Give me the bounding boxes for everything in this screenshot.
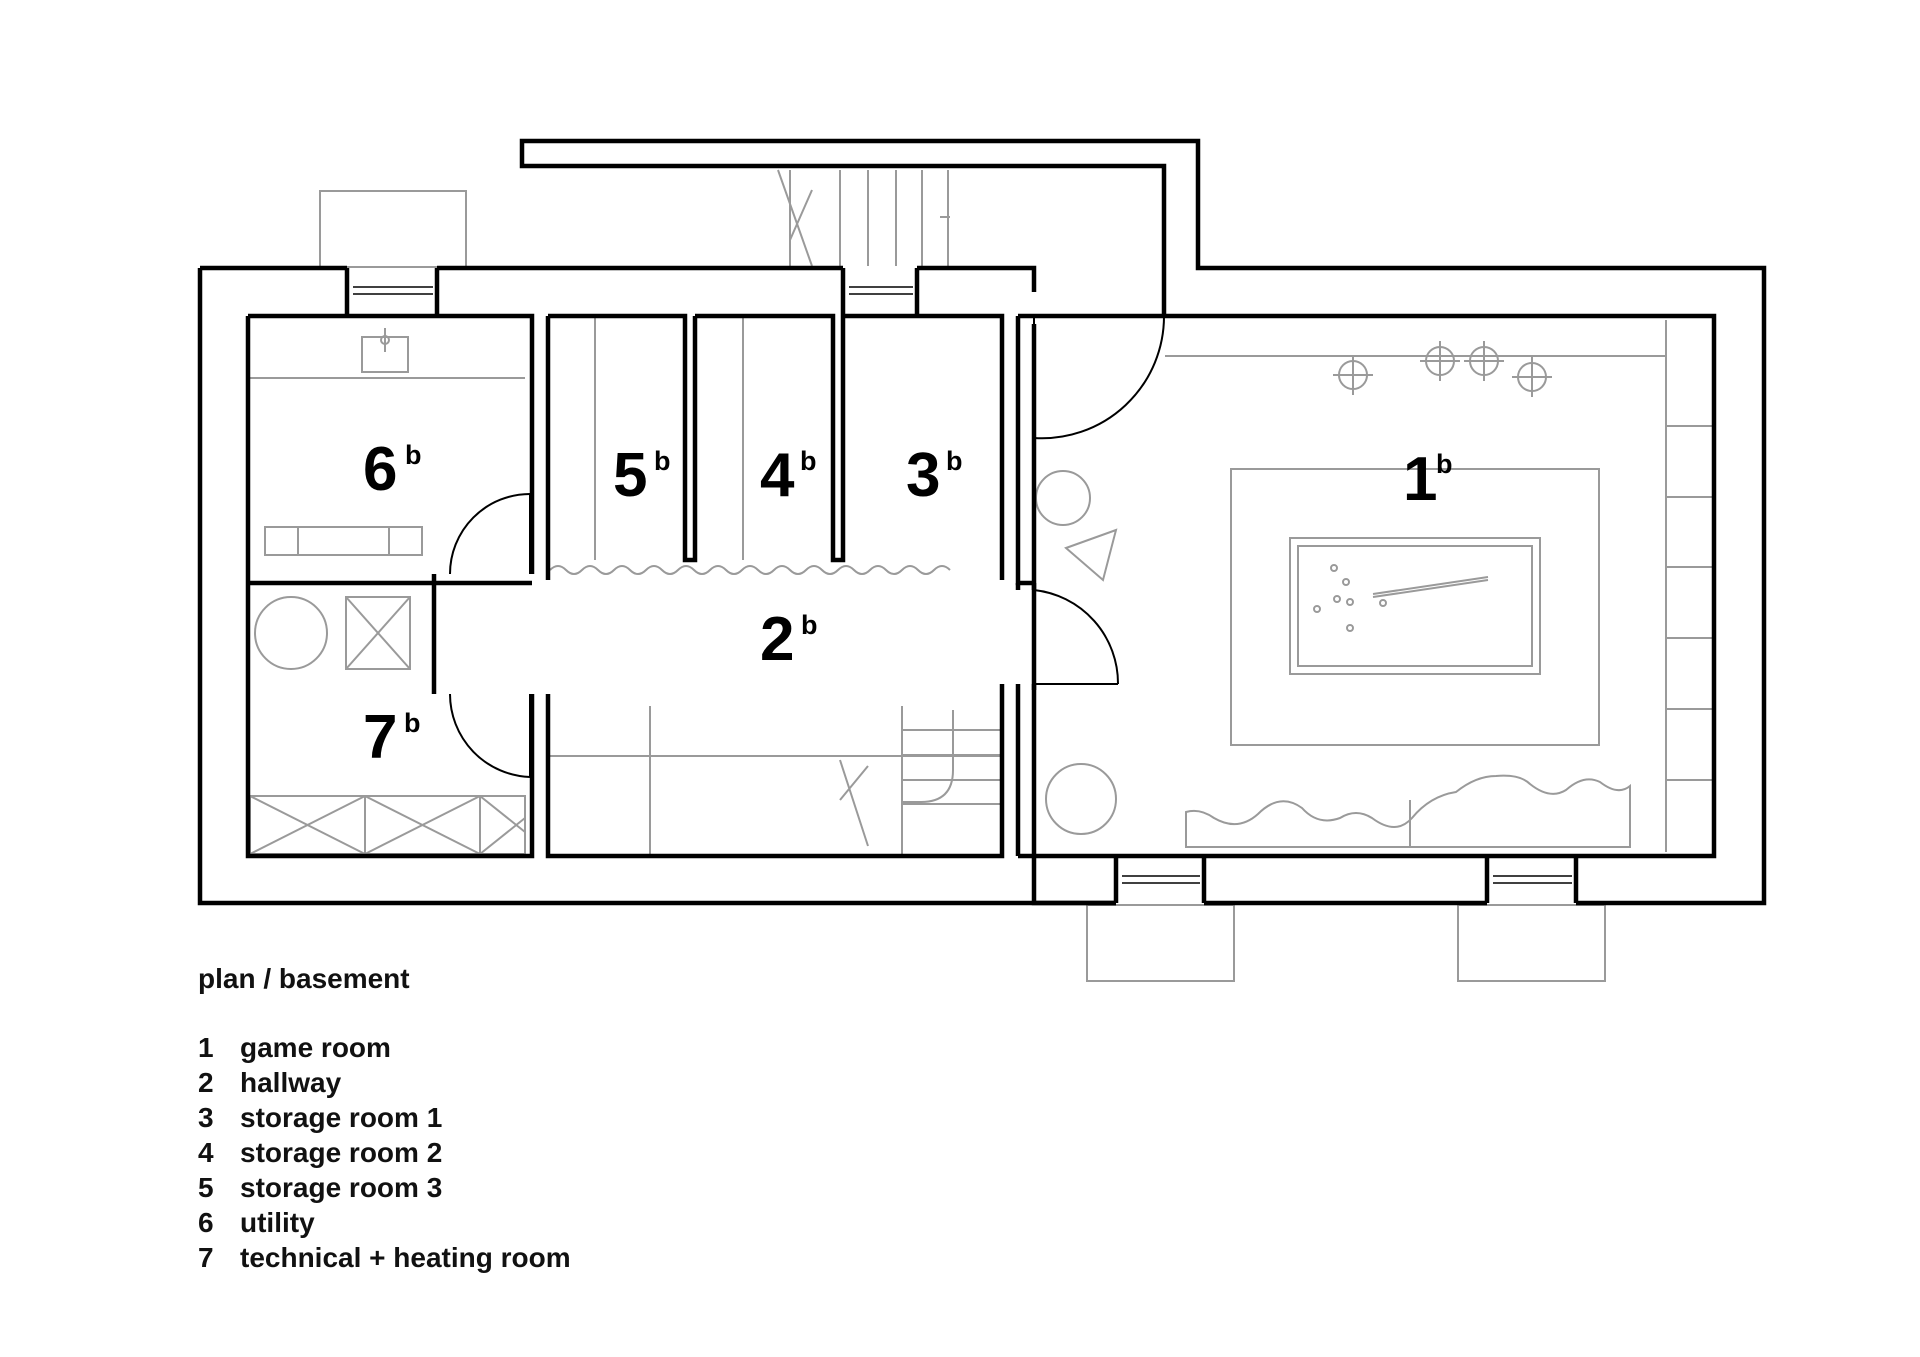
room-label-4: 4: [760, 441, 795, 510]
room-label-5-sup: b: [654, 446, 671, 476]
room-label-1-sup: b: [1436, 449, 1453, 479]
ceiling-lights: [1333, 341, 1552, 397]
room-label-4-sup: b: [800, 446, 817, 476]
furniture-layer: [249, 169, 1712, 982]
legend-number: 2: [198, 1067, 214, 1098]
legend-label: storage room 1: [240, 1102, 443, 1133]
legend-item: 3 storage room 1: [198, 1102, 571, 1137]
legend-number: 4: [198, 1137, 214, 1168]
legend-item: 2 hallway: [198, 1067, 571, 1102]
legend-number: 3: [198, 1102, 214, 1133]
room-label-6: 6: [363, 435, 397, 504]
legend-label: utility: [240, 1207, 315, 1238]
legend-item: 6 utility: [198, 1207, 571, 1242]
room-labels: 1 b 2 b 3 b 4 b 5 b 6 b 7 b: [363, 435, 1453, 772]
legend-item: 5 storage room 3: [198, 1172, 571, 1207]
legend-number: 1: [198, 1032, 214, 1063]
legend-label: storage room 3: [240, 1172, 443, 1203]
room-label-6-sup: b: [405, 440, 422, 470]
walls-layer: [197, 138, 1767, 906]
legend-number: 5: [198, 1172, 214, 1203]
doors: [449, 315, 1166, 778]
legend-item: 1 game room: [198, 1032, 571, 1067]
legend-label: technical + heating room: [240, 1242, 571, 1273]
legend-item: 4 storage room 2: [198, 1137, 571, 1172]
room-label-7: 7: [363, 703, 397, 772]
plan-caption: plan / basement: [198, 963, 410, 994]
legend-item: 7 technical + heating room: [198, 1242, 571, 1277]
room-label-1: 1: [1403, 445, 1437, 514]
room-label-2: 2: [760, 605, 794, 674]
room-label-3-sup: b: [946, 446, 963, 476]
legend: 1 game room 2 hallway 3 storage room 1 4 sto…: [198, 1032, 571, 1277]
room-label-2-sup: b: [801, 610, 818, 640]
legend-number: 6: [198, 1207, 214, 1238]
room-label-7-sup: b: [404, 708, 421, 738]
windows: [353, 286, 1572, 884]
room-label-5: 5: [613, 441, 647, 510]
legend-label: hallway: [240, 1067, 342, 1098]
legend-label: storage room 2: [240, 1137, 443, 1168]
room-label-3: 3: [906, 441, 940, 510]
legend-label: game room: [240, 1032, 391, 1063]
legend-number: 7: [198, 1242, 214, 1273]
